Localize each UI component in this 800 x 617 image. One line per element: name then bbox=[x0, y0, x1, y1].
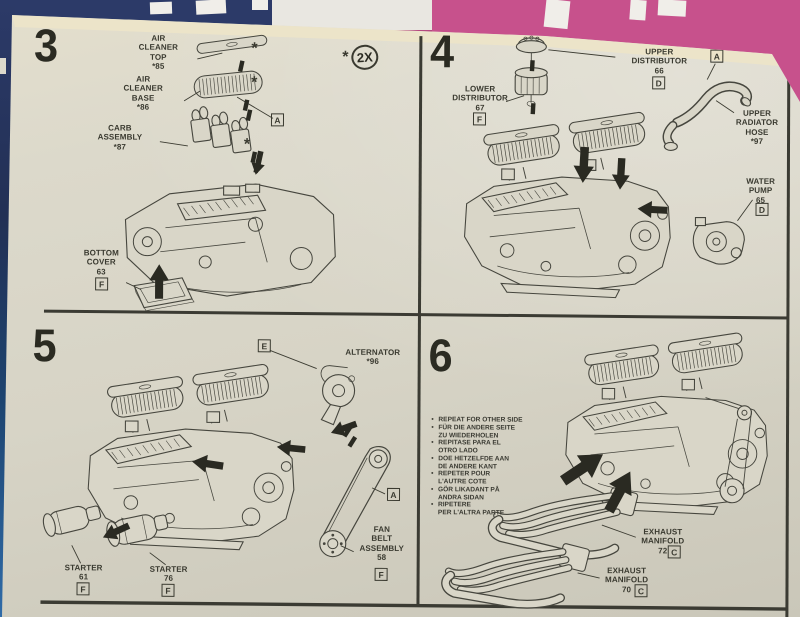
air-cleaner-top-label: AIR CLEANER TOP *85 bbox=[138, 33, 179, 72]
art-letter-fragment bbox=[149, 1, 173, 15]
fan-belt-part bbox=[319, 446, 391, 558]
note-item: •GÖR LIKADANT PÅ ANDRA SIDAN bbox=[431, 486, 533, 502]
bullet: • bbox=[431, 454, 434, 463]
bullet: • bbox=[431, 470, 434, 478]
step-5-art bbox=[42, 349, 391, 566]
paper-notch bbox=[0, 58, 6, 74]
water-pump-label: WATER PUMP 65 bbox=[746, 176, 776, 205]
times-two-badge: 2X bbox=[350, 43, 380, 71]
bullet: • bbox=[431, 486, 434, 494]
paint-code-box-f: F bbox=[472, 112, 487, 126]
step-4-number: 4 bbox=[429, 25, 455, 78]
alternator-label: ALTERNATOR *96 bbox=[345, 347, 401, 367]
step-6-art bbox=[441, 331, 768, 609]
bullet: • bbox=[431, 439, 434, 447]
lower-distributor-label: LOWER DISTRIBUTOR 67 bbox=[452, 84, 508, 113]
paint-code-box-f: F bbox=[76, 582, 90, 596]
starter-76-label: STARTER 76 bbox=[149, 564, 188, 584]
paint-code-box-a: A bbox=[710, 49, 724, 63]
upper-radiator-hose-part bbox=[662, 81, 753, 151]
note-text: GÖR LIKADANT PÅ ANDRA SIDAN bbox=[437, 486, 500, 502]
step-3-art bbox=[124, 34, 337, 312]
panel-grid-lines bbox=[40, 36, 791, 617]
paint-code-box-a: A bbox=[386, 487, 401, 502]
chrome-plated-star-mark: * bbox=[243, 136, 251, 154]
paint-code-box-d: D bbox=[755, 202, 769, 216]
note-text: FÜR DIE ANDERE SEITE ZU WIEDERHOLEN bbox=[438, 423, 516, 440]
paint-code-box-f: F bbox=[374, 567, 388, 581]
carb-assembly-part bbox=[190, 106, 252, 154]
upper-radiator-hose-label: UPPER RADIATOR HOSE *97 bbox=[735, 108, 779, 147]
step-5-number: 5 bbox=[32, 319, 57, 372]
fan-belt-installed-part bbox=[705, 397, 753, 504]
art-letter-fragment bbox=[195, 0, 227, 15]
engine-block-step4 bbox=[464, 111, 671, 298]
starter-61-part bbox=[42, 505, 102, 537]
upper-distributor-part bbox=[515, 35, 547, 61]
chrome-plated-star-mark: * bbox=[251, 40, 258, 58]
bullet: • bbox=[431, 416, 434, 424]
note-item: • REPITASE PARA EL OTRO LADO bbox=[431, 439, 533, 455]
paint-code-box-f: F bbox=[95, 277, 109, 291]
quantity-note: * 2X bbox=[342, 43, 380, 71]
art-letter-fragment bbox=[657, 0, 687, 17]
art-letter-fragment bbox=[252, 0, 268, 10]
note-text: REPETER POUR L'AUTRE COTE bbox=[438, 470, 491, 486]
exhaust-manifold-70-part bbox=[441, 543, 590, 609]
art-letter-fragment bbox=[543, 0, 571, 30]
paint-code-box-f: F bbox=[161, 583, 175, 597]
step-4-art bbox=[464, 35, 753, 299]
air-cleaner-base-label: AIR CLEANER BASE *86 bbox=[123, 74, 163, 112]
carb-assembly-label: CARB ASSEMBLY *87 bbox=[97, 123, 143, 152]
repeat-other-side-notes: •REPEAT FOR OTHER SIDE •FÜR DIE ANDERE S… bbox=[431, 416, 534, 517]
starter-61-label: STARTER 61 bbox=[64, 563, 103, 582]
note-item: •RIPETERE PER L'ALTRA PARTE bbox=[431, 502, 533, 518]
exhaust-manifold-72-label: EXHAUST MANIFOLD 72 bbox=[641, 527, 685, 556]
note-text: RIPETERE PER L'ALTRA PARTE bbox=[437, 501, 505, 517]
art-letter-fragment bbox=[629, 0, 647, 21]
note-item: • REPETER POUR L'AUTRE COTE bbox=[431, 471, 533, 487]
paint-code-box-c: C bbox=[634, 584, 648, 598]
paint-code-box-a: A bbox=[270, 113, 285, 127]
lower-distributor-part bbox=[514, 67, 548, 107]
paint-code-box-c: C bbox=[667, 545, 681, 559]
step-3-number: 3 bbox=[34, 19, 59, 72]
paint-code-box-e: E bbox=[257, 339, 271, 353]
note-item: • DOE HETZELFDE AAN DE ANDERE KANT bbox=[431, 455, 533, 471]
note-text: DOE HETZELFDE AAN DE ANDERE KANT bbox=[438, 455, 510, 471]
note-item: • FÜR DIE ANDERE SEITE ZU WIEDERHOLEN bbox=[431, 424, 533, 440]
fan-belt-assembly-label: FAN BELT ASSEMBLY 58 bbox=[359, 524, 405, 563]
star-mark: * bbox=[342, 48, 349, 66]
step-6-number: 6 bbox=[428, 329, 453, 382]
assembly-arrow bbox=[249, 149, 268, 177]
note-text: REPITASE PARA EL OTRO LADO bbox=[438, 439, 501, 455]
bullet: • bbox=[430, 501, 434, 509]
water-pump-part bbox=[692, 216, 745, 265]
upper-distributor-label: UPPER DISTRIBUTOR 66 bbox=[631, 47, 688, 76]
chrome-plated-star-mark: * bbox=[251, 74, 258, 92]
paint-code-box-d: D bbox=[652, 76, 666, 90]
bottom-cover-label: BOTTOM COVER 63 bbox=[83, 248, 119, 277]
alternator-part bbox=[320, 365, 356, 426]
bullet: • bbox=[431, 423, 434, 431]
